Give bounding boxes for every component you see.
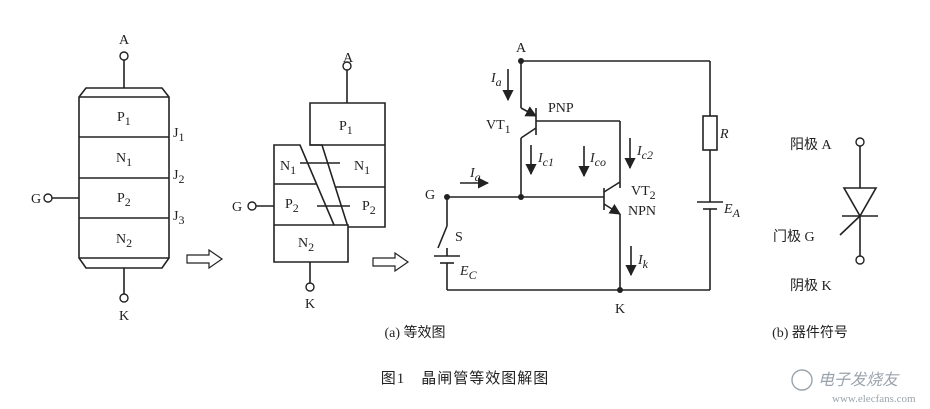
caption-equivalent: (a) 等效图	[384, 324, 445, 341]
symbol-anode-terminal	[855, 137, 865, 147]
vt1-label: VT1	[486, 118, 511, 136]
npn-label: NPN	[628, 204, 656, 219]
split-gate-label: G	[232, 200, 242, 215]
figure-caption: 图1 晶闸管等效图解图	[381, 369, 550, 387]
pnpn-structure: A P1 N1 P2 N2 J1 J2 J3 G K	[31, 33, 184, 324]
circuit-anode-label: A	[516, 41, 527, 56]
split-n2-label: N2	[298, 236, 314, 254]
junction-j1-label: J1	[173, 126, 184, 144]
pnp-label: PNP	[548, 101, 574, 116]
anode-label: A	[119, 33, 130, 48]
switch-label: S	[455, 230, 463, 245]
watermark-url: www.elecfans.com	[832, 393, 916, 405]
watermark: 电子发烧友 www.elecfans.com	[791, 369, 916, 405]
symbol-cathode-label: 阴极 K	[790, 278, 832, 294]
split-gate-terminal	[247, 201, 257, 211]
symbol-anode-label: 阳极 A	[790, 137, 832, 153]
split-n1-left-label: N1	[280, 159, 296, 177]
split-p1-label: P1	[339, 119, 353, 137]
gate-junction-node	[518, 194, 524, 200]
gate-label: G	[31, 192, 41, 207]
ik-label: Ik	[637, 253, 649, 271]
split-cathode-label: K	[305, 297, 315, 312]
watermark-text: 电子发烧友	[818, 371, 900, 389]
split-p2-right-label: P2	[362, 199, 376, 217]
layer-n1-label: N1	[116, 151, 132, 169]
cathode-terminal	[119, 293, 129, 303]
junction-j2-label: J2	[173, 168, 184, 186]
cathode-label: K	[119, 309, 129, 324]
ic1-label: Ic1	[537, 151, 554, 169]
circuit-cathode-label: K	[615, 302, 625, 317]
caption-symbol: (b) 器件符号	[772, 325, 848, 341]
ig-label: Ig	[469, 166, 481, 184]
vt2-label: VT2	[631, 184, 656, 202]
transform-arrow-1	[186, 248, 224, 270]
split-n1-right-label: N1	[354, 159, 370, 177]
gate-terminal	[43, 193, 53, 203]
layer-p1-label: P1	[117, 110, 131, 128]
layer-n2-label: N2	[116, 232, 132, 250]
junction-j3-label: J3	[173, 209, 184, 227]
thyristor-symbol: 阳极 A 门极 G 阴极 K	[773, 137, 878, 294]
anode-terminal	[119, 51, 129, 61]
circuit-gate-label: G	[425, 188, 435, 203]
ea-label: EA	[723, 202, 741, 220]
layer-p2-label: P2	[117, 191, 131, 209]
split-structure: A P1 N1 P2 N1 P2 N2 G K	[232, 51, 386, 312]
transform-arrow-2	[372, 251, 410, 273]
resistor-r	[702, 115, 718, 151]
split-cathode-terminal	[305, 282, 315, 292]
resistor-label: R	[719, 127, 729, 142]
split-anode-label: A	[343, 51, 354, 66]
split-anode-terminal	[342, 61, 352, 71]
thyristor-triangle-icon	[842, 187, 878, 218]
split-p2-left-label: P2	[285, 197, 299, 215]
symbol-cathode-terminal	[855, 255, 865, 265]
transistor-circuit: A VT1 PNP Ia Ic1 Ico Ic2 G Ig	[425, 41, 741, 317]
circuit-cathode-node	[617, 287, 623, 293]
symbol-gate-label: 门极 G	[773, 229, 815, 245]
lower-group	[273, 144, 349, 263]
ec-label: EC	[459, 264, 478, 282]
ic2-label: Ic2	[636, 144, 653, 162]
ico-label: Ico	[589, 151, 606, 169]
ia-label: Ia	[490, 71, 502, 89]
